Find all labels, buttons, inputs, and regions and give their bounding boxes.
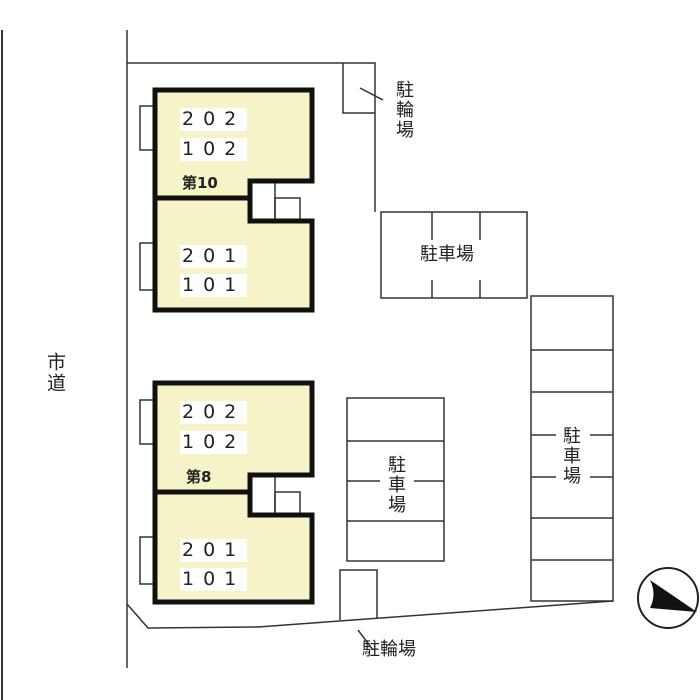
bicycle-parking-label: 駐輪場 (362, 639, 416, 660)
unit-label: 201 (180, 245, 248, 268)
bicycle-parking-top (342, 63, 375, 114)
building-name: 第8 (186, 468, 212, 486)
building-name: 第10 (182, 174, 218, 192)
lot-boundary-bottom (126, 600, 614, 629)
unit-label: 102 (180, 431, 248, 454)
parking-label: 駐車場 (560, 426, 581, 486)
parking-label: 駐車場 (420, 244, 474, 265)
unit-label: 101 (180, 568, 248, 591)
unit-label: 101 (180, 274, 248, 297)
parking-area-right (530, 295, 614, 602)
bicycle-parking-label: 駐輪場 (393, 80, 414, 140)
road-label: 市道 (44, 352, 66, 394)
leader-line (359, 87, 384, 101)
unit-label: 202 (180, 401, 248, 424)
parking-area-top (380, 211, 528, 299)
bicycle-parking-bottom (339, 569, 378, 620)
unit-label: 201 (180, 539, 248, 562)
parking-area-middle (346, 397, 445, 562)
parking-label: 駐車場 (385, 455, 406, 515)
leader-line (357, 629, 374, 651)
lot-boundary-top (127, 62, 376, 212)
unit-label: 202 (180, 108, 248, 131)
unit-label: 102 (180, 138, 248, 161)
north-compass-icon (637, 567, 699, 629)
